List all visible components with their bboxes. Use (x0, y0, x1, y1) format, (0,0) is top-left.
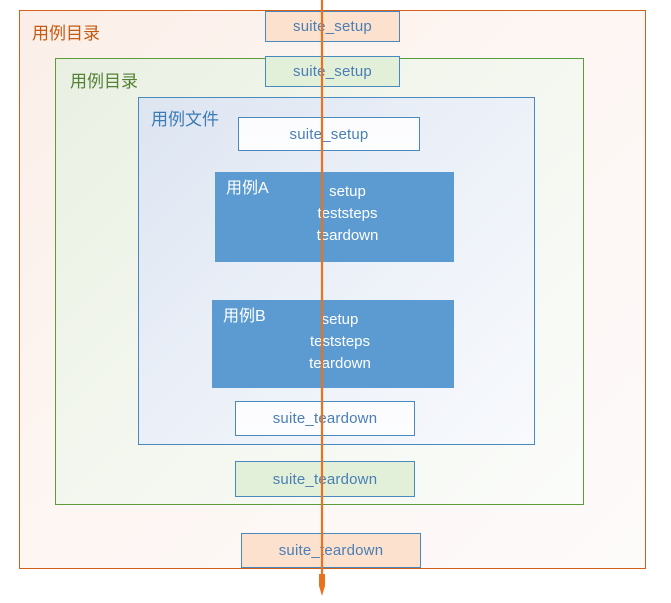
suite-setup-inner-box: suite_setup (265, 56, 400, 87)
suite-directory-outer-label: 用例目录 (32, 24, 100, 43)
test-case-a-name: 用例A (226, 180, 269, 197)
test-case-b-step-teardown: teardown (309, 354, 371, 372)
test-case-b: 用例B setup teststeps teardown (212, 300, 454, 388)
test-case-a-step-teststeps: teststeps (317, 204, 378, 222)
suite-teardown-outer-box: suite_teardown (241, 533, 421, 568)
test-case-b-step-teststeps: teststeps (309, 332, 371, 350)
suite-teardown-file-box: suite_teardown (235, 401, 415, 436)
case-file-label: 用例文件 (151, 110, 219, 129)
suite-directory-inner-label: 用例目录 (70, 72, 138, 91)
test-case-a-step-setup: setup (329, 183, 366, 200)
test-case-b-name: 用例B (223, 308, 266, 325)
test-case-b-step-setup: setup (321, 311, 359, 328)
test-case-a: 用例A setup teststeps teardown (215, 172, 454, 262)
test-case-a-step-teardown: teardown (316, 226, 379, 244)
suite-setup-outer-box: suite_setup (265, 11, 400, 42)
suite-teardown-inner-box: suite_teardown (235, 461, 415, 497)
test-case-b-steps: setup teststeps teardown (212, 309, 454, 374)
test-case-a-steps: setup teststeps teardown (215, 181, 454, 246)
suite-setup-file-box: suite_setup (238, 117, 420, 151)
